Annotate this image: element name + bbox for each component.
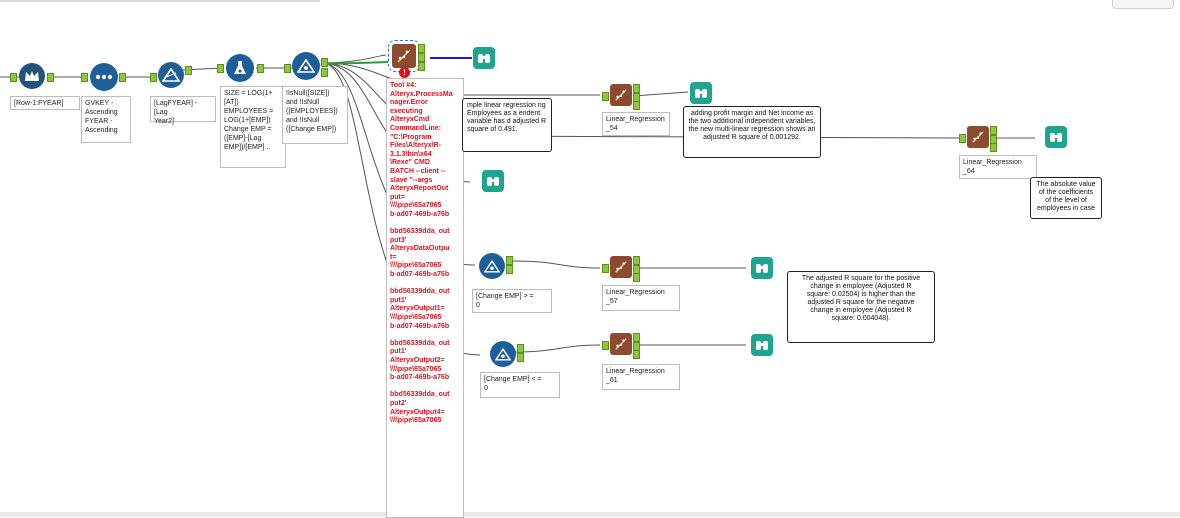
anchor[interactable] bbox=[47, 73, 54, 82]
anchor[interactable] bbox=[418, 44, 425, 53]
binoculars-icon bbox=[755, 262, 769, 274]
tool-annotation: Linear_Regression _54 bbox=[602, 112, 670, 136]
flask-icon bbox=[232, 60, 248, 76]
canvas-zoom-control[interactable] bbox=[1112, 0, 1174, 9]
anchor[interactable] bbox=[321, 68, 328, 77]
input-tool[interactable] bbox=[19, 63, 45, 89]
linear-regression-tool-4[interactable] bbox=[388, 40, 420, 72]
regression-icon bbox=[614, 337, 628, 351]
linear-regression-tool-54[interactable] bbox=[610, 84, 632, 106]
binoculars-icon bbox=[1049, 131, 1063, 143]
anchor[interactable] bbox=[321, 58, 328, 67]
anchor[interactable] bbox=[633, 84, 640, 93]
anchor[interactable] bbox=[990, 126, 997, 135]
tool-annotation: Linear_Regression _64 bbox=[959, 155, 1037, 179]
anchor[interactable] bbox=[150, 73, 157, 82]
regression-icon bbox=[971, 130, 985, 144]
anchor[interactable] bbox=[257, 64, 264, 73]
formula-tool-1[interactable] bbox=[158, 62, 184, 88]
tool-annotation: GVKEY - Ascending FYEAR - Ascending bbox=[81, 96, 131, 143]
anchor[interactable] bbox=[959, 134, 966, 143]
anchor[interactable] bbox=[506, 256, 513, 265]
anchor[interactable] bbox=[602, 264, 609, 273]
anchor[interactable] bbox=[119, 73, 126, 82]
triangle-filter-icon bbox=[495, 347, 511, 361]
anchor[interactable] bbox=[418, 62, 425, 71]
anchor[interactable] bbox=[990, 143, 997, 152]
browse-tool[interactable] bbox=[473, 47, 495, 69]
tab-strip-edge bbox=[0, 0, 320, 2]
anchor[interactable] bbox=[185, 66, 192, 75]
error-icon: ! bbox=[399, 67, 410, 78]
tool-annotation: Linear_Regression _57 bbox=[602, 285, 680, 311]
browse-tool[interactable] bbox=[751, 257, 773, 279]
tool-annotation: [Row-1:FYEAR] bbox=[10, 96, 80, 110]
browse-tool[interactable] bbox=[751, 334, 773, 356]
binoculars-icon bbox=[477, 52, 491, 64]
regression-icon bbox=[614, 260, 628, 274]
crown-icon bbox=[24, 69, 40, 83]
triangle-filter-icon bbox=[484, 259, 500, 273]
comment-note: The absolute value of the coefficients o… bbox=[1030, 177, 1102, 219]
linear-regression-tool-64[interactable] bbox=[967, 126, 989, 148]
comment-note: The adjusted R square for the positive c… bbox=[787, 271, 935, 343]
browse-tool[interactable] bbox=[482, 170, 504, 192]
binoculars-icon bbox=[694, 87, 708, 99]
anchor[interactable] bbox=[602, 341, 609, 350]
anchor[interactable] bbox=[633, 256, 640, 265]
filter-tool-negative[interactable] bbox=[490, 341, 516, 367]
filter-tool-1[interactable] bbox=[292, 52, 320, 80]
anchor[interactable] bbox=[517, 344, 524, 353]
binoculars-icon bbox=[486, 175, 500, 187]
tool-annotation: !IsNull([SIZE]) and !IsNull ([EMPLOYEES]… bbox=[282, 86, 348, 144]
triangle-filter-icon bbox=[297, 59, 315, 73]
error-message-box: Tool #4: Alteryx.ProcessMa nager.Error e… bbox=[386, 78, 464, 518]
filter-tool-positive[interactable] bbox=[479, 253, 505, 279]
summarize-tool[interactable] bbox=[226, 54, 254, 82]
horizontal-scrollbar[interactable] bbox=[0, 512, 1180, 517]
comment-note: mple linear regression ng Employees as a… bbox=[462, 98, 552, 152]
anchor[interactable] bbox=[10, 73, 17, 82]
anchor[interactable] bbox=[633, 273, 640, 282]
anchor[interactable] bbox=[217, 64, 224, 73]
anchor[interactable] bbox=[633, 101, 640, 110]
tool-annotation: Linear_Regression _61 bbox=[602, 364, 680, 390]
anchor[interactable] bbox=[633, 333, 640, 342]
linear-regression-tool-61[interactable] bbox=[610, 333, 632, 355]
dots-icon bbox=[95, 74, 113, 80]
anchor[interactable] bbox=[418, 53, 425, 62]
anchor[interactable] bbox=[284, 64, 291, 73]
comment-note: adding profit margin and Net income as t… bbox=[683, 106, 821, 158]
anchor[interactable] bbox=[81, 73, 88, 82]
tool-annotation: [LagFYEAR] - [Lag Year2] bbox=[150, 96, 216, 125]
browse-tool[interactable] bbox=[690, 82, 712, 104]
anchor[interactable] bbox=[506, 265, 513, 274]
anchor[interactable] bbox=[602, 92, 609, 101]
triangle-icon bbox=[162, 68, 180, 82]
regression-icon bbox=[396, 48, 412, 64]
browse-tool[interactable] bbox=[1045, 126, 1067, 148]
anchor[interactable] bbox=[517, 353, 524, 362]
binoculars-icon bbox=[755, 339, 769, 351]
tool-annotation: [Change EMP] < = 0 bbox=[480, 372, 560, 398]
regression-icon bbox=[614, 88, 628, 102]
linear-regression-tool-57[interactable] bbox=[610, 256, 632, 278]
anchor[interactable] bbox=[633, 350, 640, 359]
tool-annotation: [Change EMP] > = 0 bbox=[472, 289, 552, 313]
sort-tool[interactable] bbox=[90, 63, 118, 91]
tool-annotation: SIZE = LOG(1+ [AT]) EMPLOYEES = LOG(1+[E… bbox=[220, 86, 286, 168]
